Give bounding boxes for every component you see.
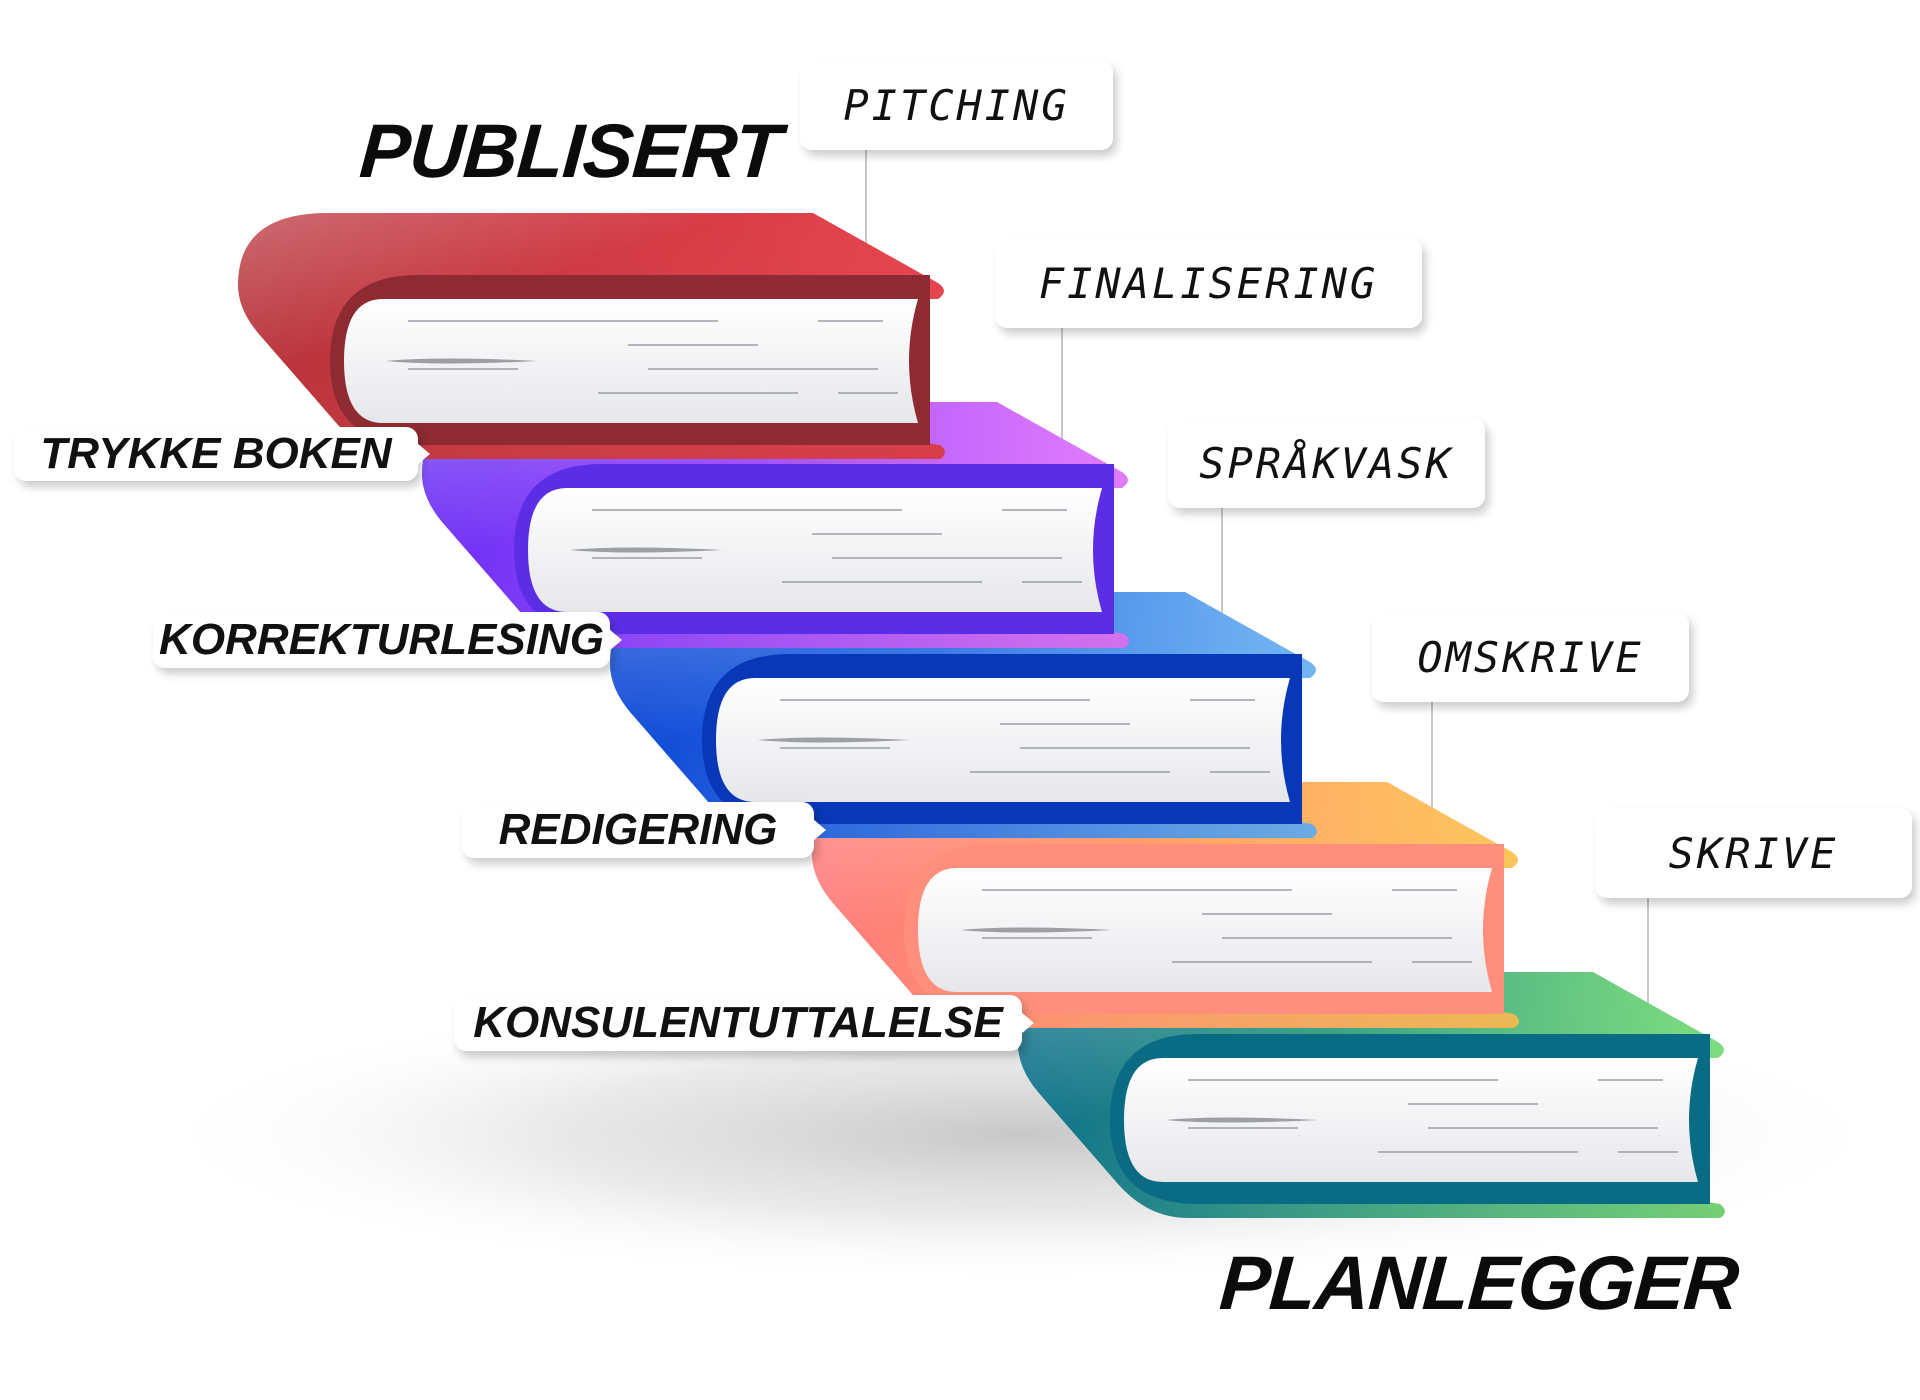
page-crease <box>386 358 538 364</box>
label-pointer <box>1021 1012 1034 1034</box>
book-stack <box>238 213 1725 1218</box>
label-pitching: PITCHING <box>800 60 1113 150</box>
book-pages <box>1124 1058 1698 1182</box>
page-crease <box>1166 1117 1318 1123</box>
label-sprakvask: SPRÅKVASK <box>1168 418 1485 508</box>
label-trykke-boken-text: TRYKKE BOKEN <box>40 429 392 478</box>
label-korrekturlesing-text: KORREKTURLESING <box>159 615 604 664</box>
page-crease <box>758 737 910 743</box>
book-pages <box>716 678 1290 802</box>
label-pointer <box>813 819 826 841</box>
label-konsulentuttalelse: KONSULENTUTTALELSE <box>454 995 1034 1051</box>
title-published: PUBLISERT <box>357 109 784 194</box>
label-finalisering: FINALISERING <box>995 238 1422 328</box>
label-connectors <box>865 150 1649 1005</box>
label-omskrive: OMSKRIVE <box>1372 612 1689 702</box>
book-1 <box>238 213 945 459</box>
label-trykke-boken: TRYKKE BOKEN <box>14 427 430 481</box>
book-3 <box>610 592 1317 838</box>
label-korrekturlesing: KORREKTURLESING <box>153 612 622 668</box>
book-pages <box>918 868 1492 992</box>
book-5 <box>1018 972 1725 1218</box>
label-skrive: SKRIVE <box>1595 808 1912 898</box>
page-crease <box>570 547 722 553</box>
page-crease <box>960 927 1112 933</box>
label-pointer <box>609 629 622 651</box>
book-4 <box>812 782 1519 1028</box>
label-pointer <box>417 443 430 465</box>
book-pages <box>344 299 918 423</box>
label-redigering-text: REDIGERING <box>498 805 778 854</box>
label-redigering: REDIGERING <box>462 802 826 858</box>
book-pages <box>528 488 1102 612</box>
title-planning: PLANLEGGER <box>1217 1241 1741 1326</box>
label-konsulentuttalelse-text: KONSULENTUTTALELSE <box>473 998 1003 1047</box>
book-2 <box>422 402 1129 648</box>
